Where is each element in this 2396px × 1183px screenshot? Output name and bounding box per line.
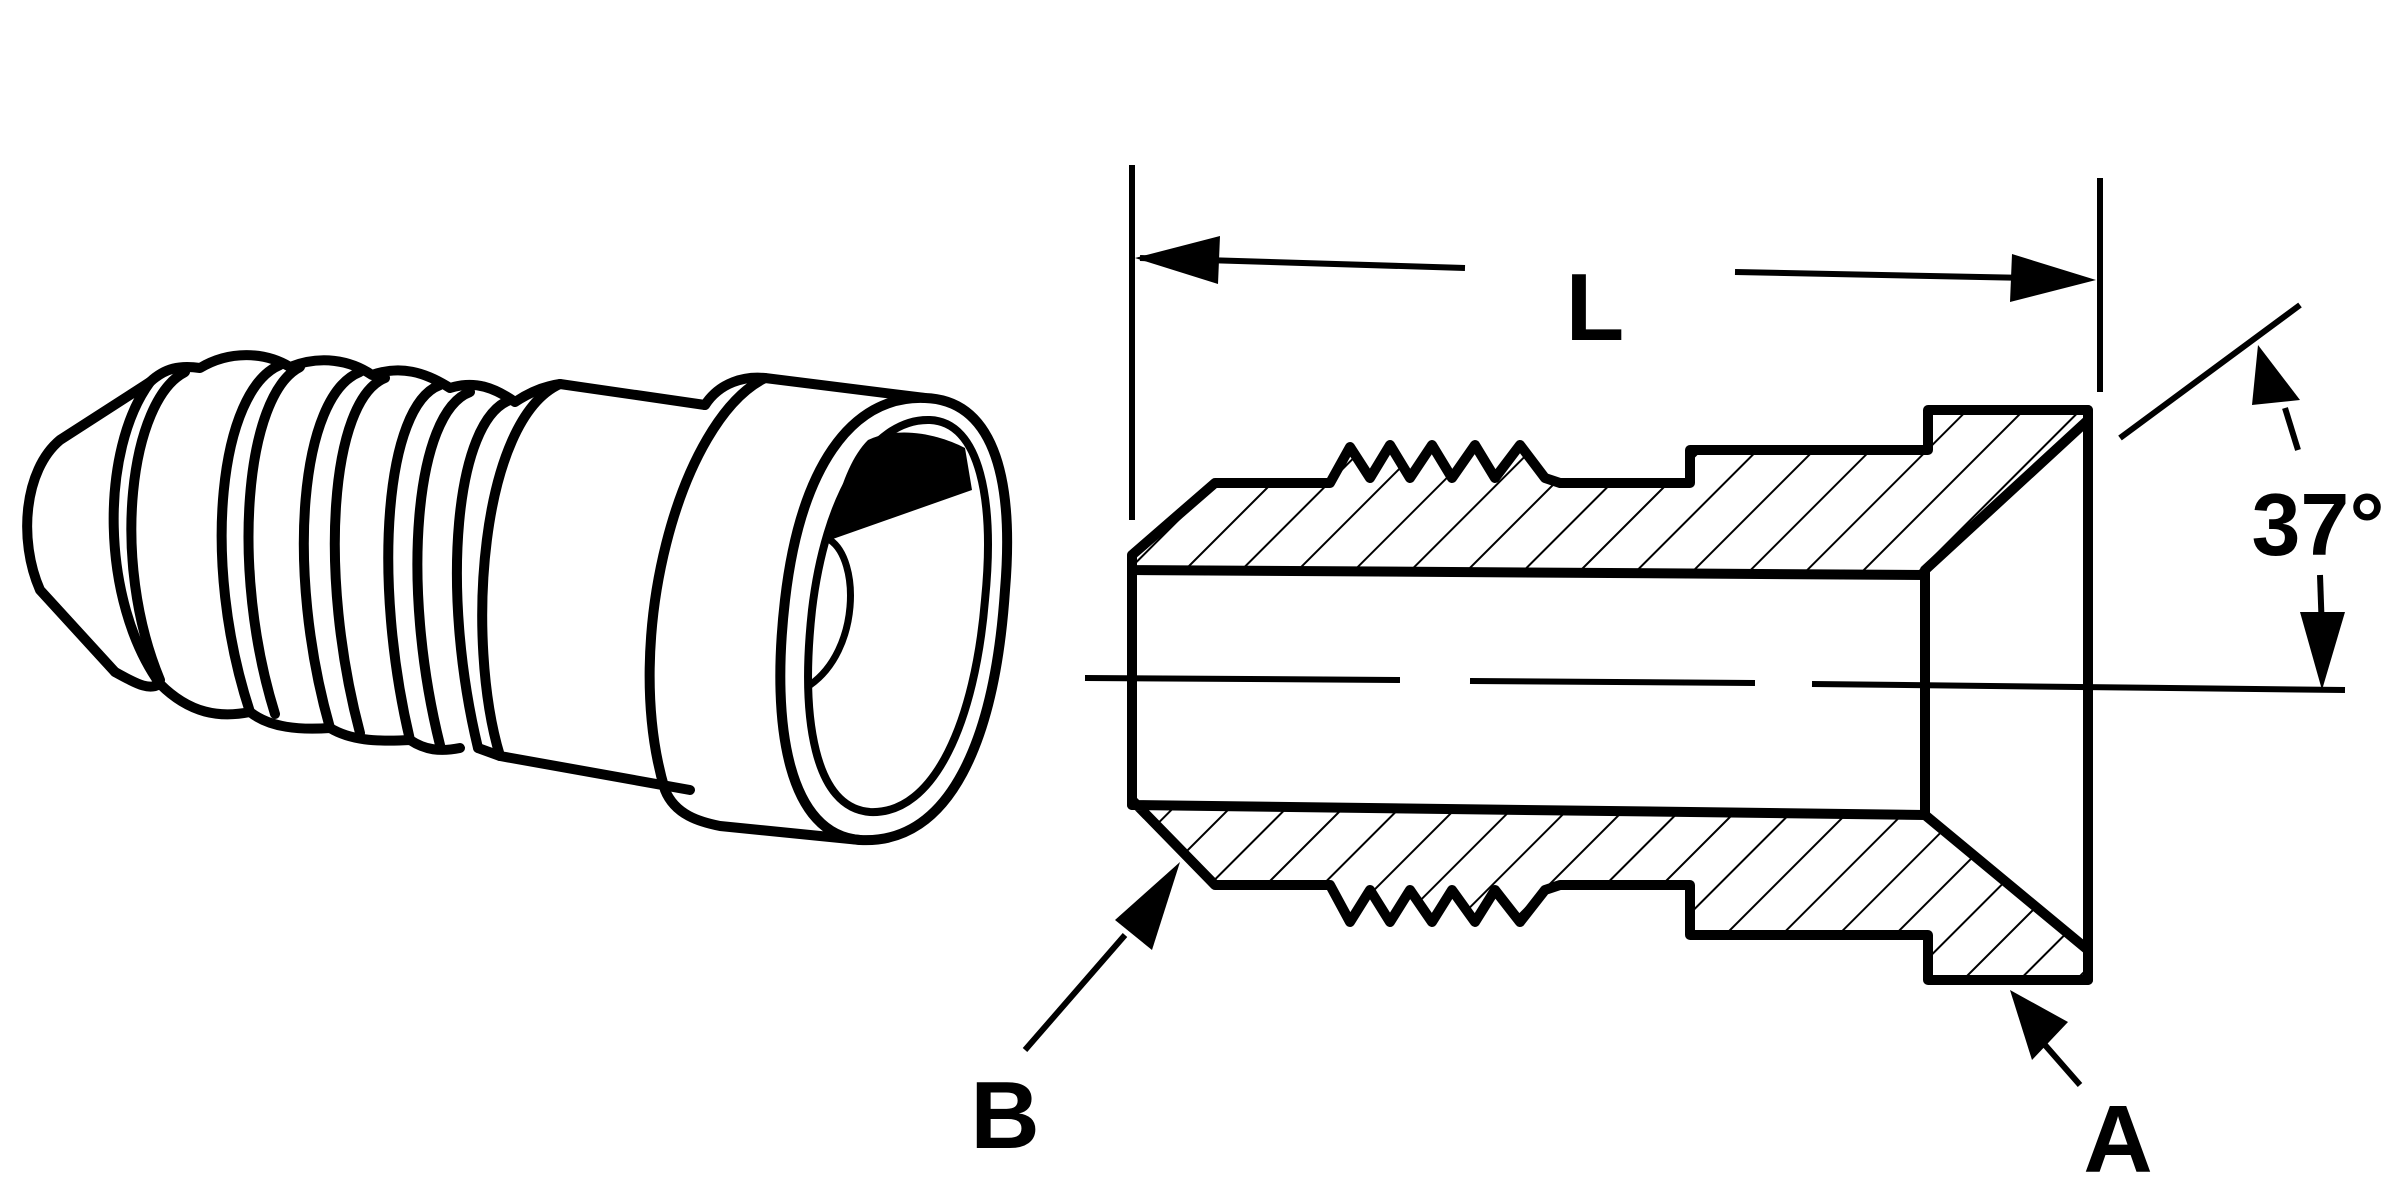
- fitting-socket: [644, 373, 865, 845]
- leader-a: [2010, 990, 2083, 1087]
- bore: [1127, 565, 1930, 820]
- fitting-nose-cone: [22, 377, 155, 677]
- lower-wall-section: [1127, 795, 2093, 985]
- arrow-head: [1115, 862, 1180, 950]
- socket-inner-cone: [806, 536, 854, 689]
- length-dimension: [1129, 165, 2103, 520]
- thread-ring: [108, 377, 165, 689]
- upper-wall-section: [1127, 405, 2093, 580]
- point-b-label: B: [970, 1062, 1039, 1169]
- arrow-head: [2252, 345, 2300, 405]
- thread-ring: [329, 373, 390, 738]
- arrow-head: [2010, 990, 2068, 1060]
- thread-ring: [216, 360, 285, 717]
- arrow-head: [1135, 236, 1220, 284]
- socket-inner-cone: [830, 432, 972, 540]
- length-label: L: [1566, 254, 1625, 361]
- point-a-label: A: [2083, 1086, 2152, 1183]
- fitting-hex-body: [473, 743, 505, 761]
- arrow-head: [2010, 254, 2096, 302]
- thread-ring: [298, 367, 365, 733]
- fitting-section-view: L 37° B A: [970, 165, 2385, 1183]
- centerline: [1084, 675, 2346, 693]
- fitting-hex-body: [477, 379, 695, 795]
- thread-ring: [243, 362, 305, 719]
- thread-profile: [145, 350, 520, 407]
- thread-ring: [126, 367, 190, 685]
- arrow-head: [2300, 612, 2345, 690]
- thread-ring: [452, 395, 515, 753]
- thread-ring: [383, 380, 445, 745]
- thread-profile: [110, 667, 465, 755]
- angle-label: 37°: [2251, 475, 2384, 574]
- thread-ring: [412, 387, 475, 750]
- socket-rim: [775, 392, 1013, 846]
- fitting-3d-view: [22, 350, 1013, 846]
- angle-dimension: [2118, 302, 2345, 690]
- leader-b: [1022, 862, 1180, 1052]
